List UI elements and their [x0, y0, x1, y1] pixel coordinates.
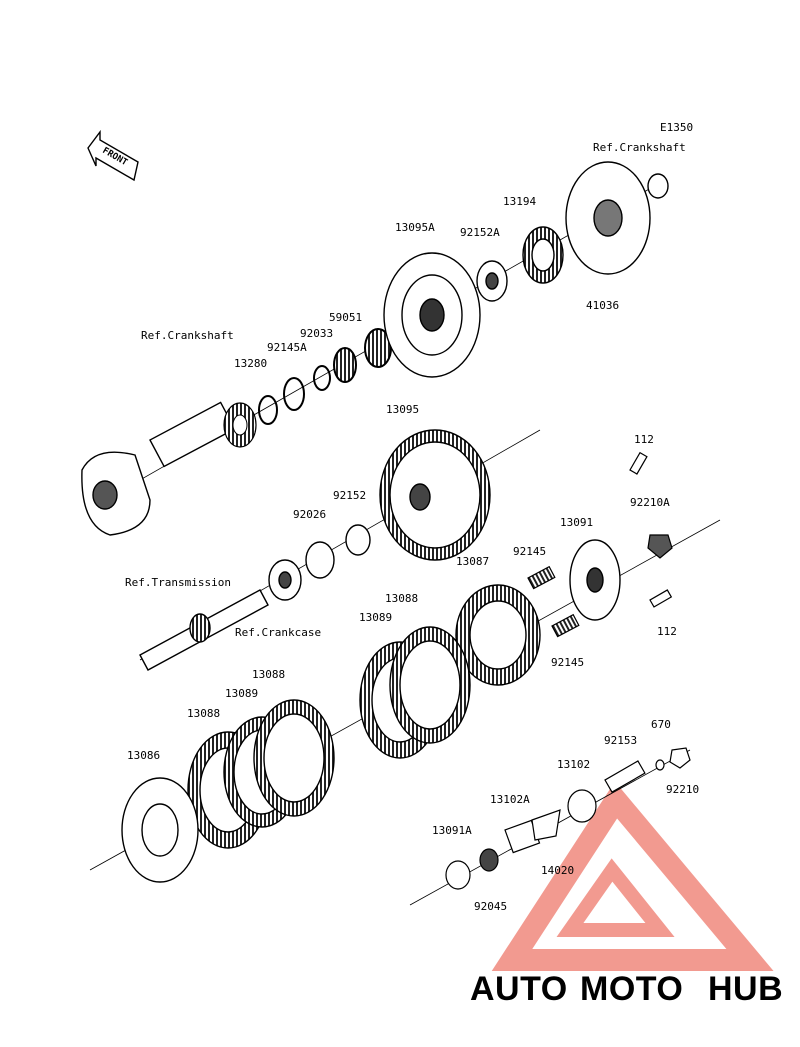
label-13088-mid: 13088 [385, 592, 418, 605]
label-13194: 13194 [503, 195, 536, 208]
clutch-plate-13086 [121, 777, 199, 883]
label-92145-top: 92145 [513, 545, 546, 558]
label-13280: 13280 [234, 357, 267, 370]
drive-plate-41036 [565, 161, 651, 275]
label-92210A: 92210A [630, 496, 670, 509]
label-13087: 13087 [456, 555, 489, 568]
bushing-top [647, 173, 669, 199]
clutch-housing-13095 [379, 429, 491, 561]
bearing-92152A [476, 260, 508, 302]
label-112-bottom: 112 [657, 625, 677, 638]
watermark-hub: HUB [708, 970, 783, 1008]
label-13088-top: 13088 [252, 668, 285, 681]
label-41036: 41036 [586, 299, 619, 312]
label-13086: 13086 [127, 749, 160, 762]
watermark-auto: AUTO [470, 970, 568, 1008]
clutch-hub-13087 [455, 584, 541, 686]
diagram-code: E1350 [660, 121, 693, 134]
label-59051: 59051 [329, 311, 362, 324]
bolts-112 [629, 451, 673, 608]
label-13095A: 13095A [395, 221, 435, 234]
label-92145A: 92145A [267, 341, 307, 354]
sleeve-92152 [268, 524, 371, 601]
label-13095: 13095 [386, 403, 419, 416]
label-670: 670 [651, 718, 671, 731]
transmission-shaft [139, 589, 269, 671]
label-92153: 92153 [604, 734, 637, 747]
part-labels: E1350 Ref.Crankshaft 13194 92152A 41036 … [125, 121, 699, 913]
pressure-plate-13091 [569, 539, 621, 621]
label-112-top: 112 [634, 433, 654, 446]
label-92210: 92210 [666, 783, 699, 796]
springs-92145 [527, 565, 580, 638]
watermark-text: AUTO MOTO HUB [470, 970, 783, 1008]
watermark-logo [491, 781, 774, 971]
crankshaft-part [81, 401, 236, 536]
label-13091A: 13091A [432, 824, 472, 837]
label-ref-crankshaft-left: Ref.Crankshaft [141, 329, 234, 342]
label-92145-bottom: 92145 [551, 656, 584, 669]
clutch-plates-left [187, 699, 335, 849]
outer-housing-13095A [383, 252, 481, 378]
clutch-plates-middle [359, 626, 471, 759]
label-13102: 13102 [557, 758, 590, 771]
label-92033: 92033 [300, 327, 333, 340]
label-92152A: 92152A [460, 226, 500, 239]
label-13102A: 13102A [490, 793, 530, 806]
label-13089-mid: 13089 [359, 611, 392, 624]
label-ref-crankshaft-top: Ref.Crankshaft [593, 141, 686, 154]
label-ref-crankcase: Ref.Crankcase [235, 626, 321, 639]
label-92045: 92045 [474, 900, 507, 913]
label-ref-transmission: Ref.Transmission [125, 576, 231, 589]
label-13089-left: 13089 [225, 687, 258, 700]
label-13091: 13091 [560, 516, 593, 529]
label-14020: 14020 [541, 864, 574, 877]
one-way-clutch-13194 [522, 226, 564, 284]
primary-gear [223, 402, 257, 448]
label-13088-left: 13088 [187, 707, 220, 720]
label-92152: 92152 [333, 489, 366, 502]
front-arrow-icon: FRONT [87, 129, 139, 182]
label-92026: 92026 [293, 508, 326, 521]
watermark-moto: MOTO [580, 970, 683, 1008]
release-mechanism [445, 747, 691, 890]
